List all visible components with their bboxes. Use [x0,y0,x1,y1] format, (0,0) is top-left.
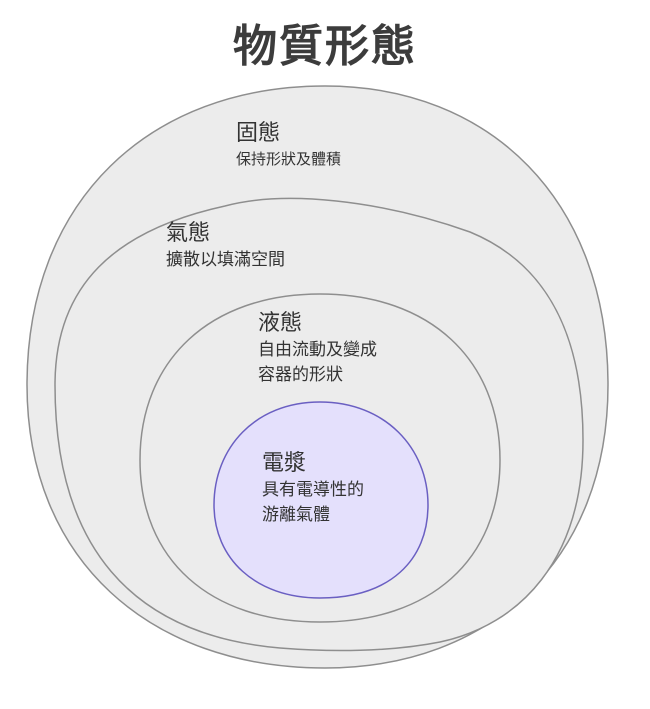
liquid-desc-line-1: 自由流動及變成 [258,340,377,360]
gas-desc-line-1: 擴散以填滿空間 [166,250,285,270]
gas-name: 氣態 [166,221,211,246]
plasma-desc-line-1: 具有電導性的 [262,480,364,500]
liquid-name: 液態 [258,311,303,336]
plasma-desc-line-2: 游離氣體 [262,505,330,525]
solid-name: 固態 [236,121,281,146]
solid-desc-line-1: 保持形狀及體積 [236,150,342,168]
plasma-label: 電漿 具有電導性的 游離氣體 [262,450,364,528]
gas-label: 氣態 擴散以填滿空間 [166,220,285,273]
diagram-title: 物質形態 [233,21,417,72]
plasma-name: 電漿 [262,451,307,476]
liquid-label: 液態 自由流動及變成 容器的形狀 [258,310,377,388]
plasma-region [213,401,429,599]
solid-label: 固態 保持形狀及體積 [236,120,341,170]
liquid-desc-line-2: 容器的形狀 [258,365,343,385]
